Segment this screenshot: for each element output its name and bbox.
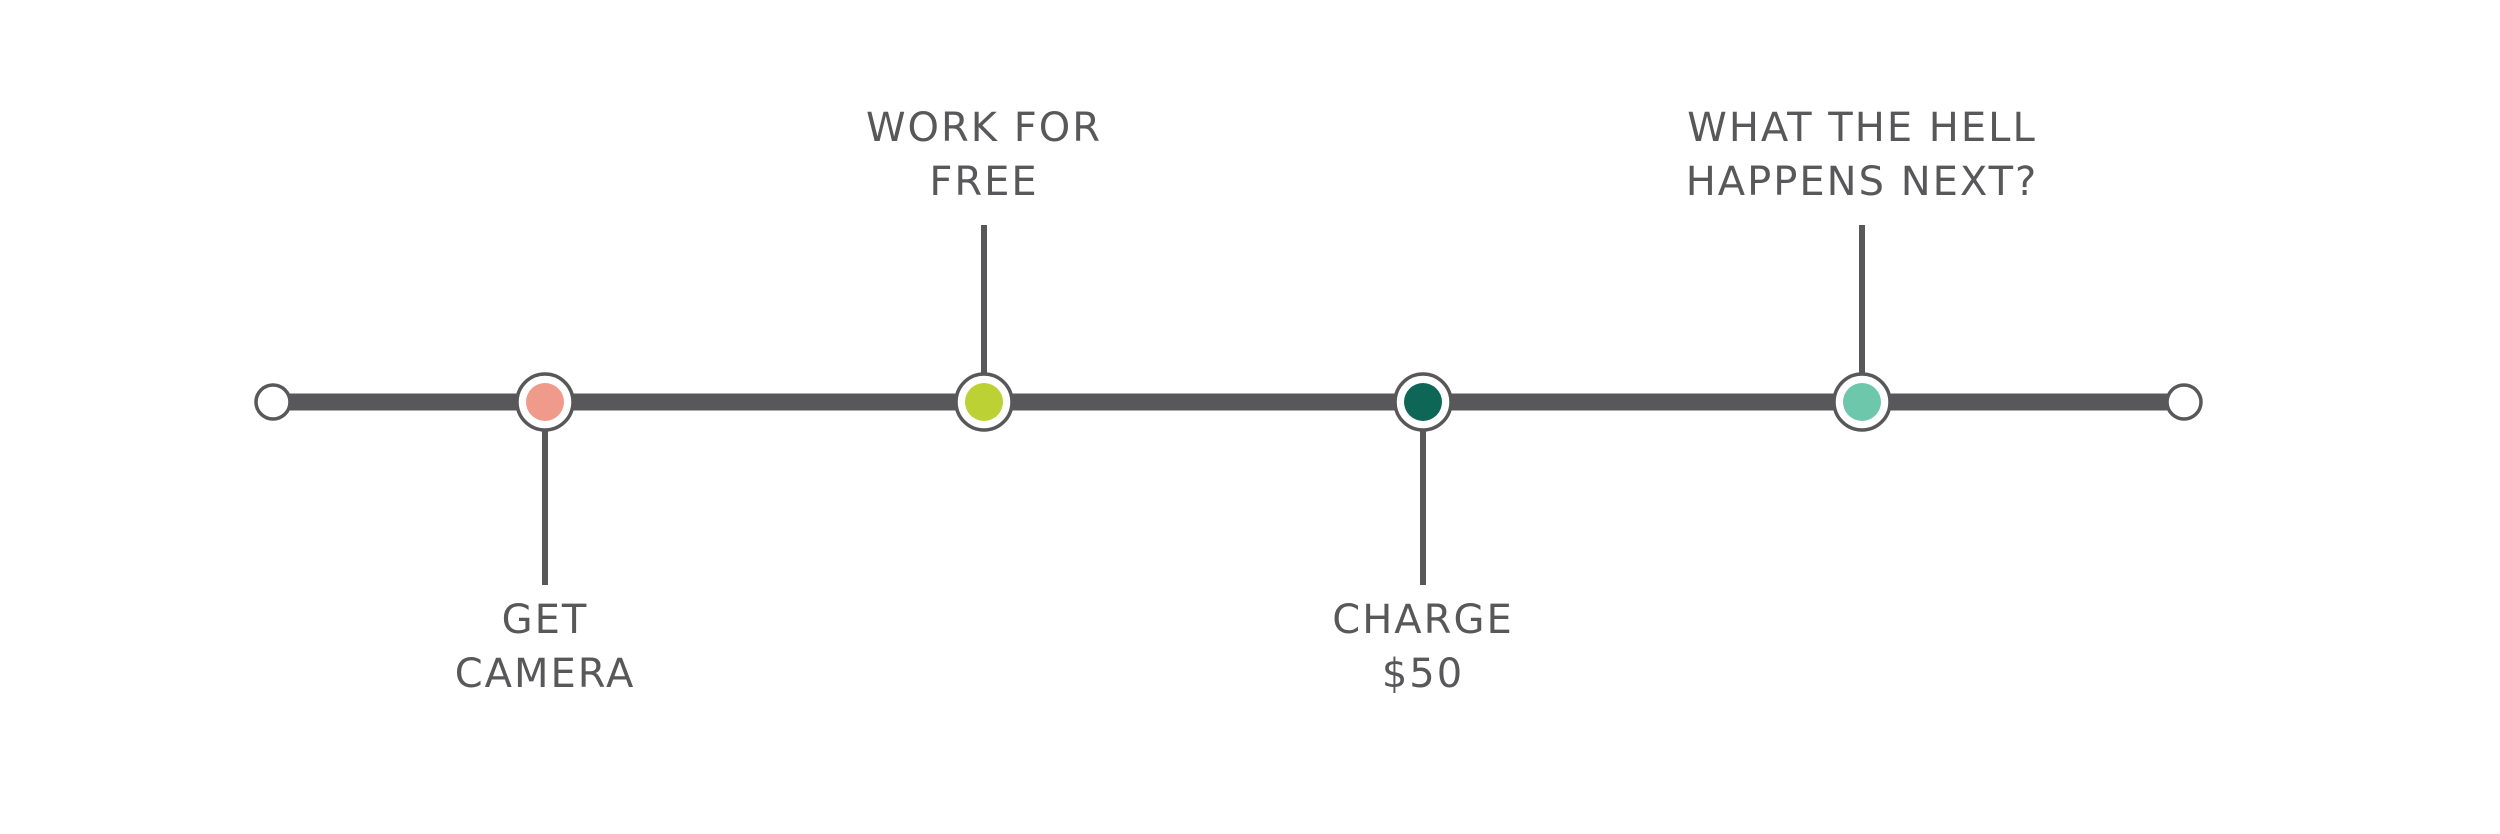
label-work-for-free: WORK FOR FREE (774, 101, 1194, 209)
node-dot-get-camera (526, 383, 564, 421)
milestone-connectors (542, 225, 1865, 585)
label-charge-50: CHARGE $50 (1213, 593, 1633, 701)
node-dot-what-happens-next (1843, 383, 1881, 421)
timeline-start-marker (254, 383, 292, 421)
label-line: CHARGE (1332, 597, 1514, 643)
timeline-end-marker (2165, 383, 2203, 421)
node-dot-work-for-free (965, 383, 1003, 421)
label-line: WORK FOR (865, 105, 1103, 151)
label-line: FREE (929, 159, 1039, 205)
label-line: WHAT THE HELL (1687, 105, 2037, 151)
milestone-nodes (515, 372, 1892, 432)
label-line: GET (501, 597, 589, 643)
label-line: $50 (1381, 651, 1465, 697)
label-get-camera: GET CAMERA (335, 593, 755, 701)
label-line: HAPPENS NEXT? (1685, 159, 2039, 205)
label-line: CAMERA (454, 651, 636, 697)
label-what-happens-next: WHAT THE HELL HAPPENS NEXT? (1652, 101, 2072, 209)
node-dot-charge-50 (1404, 383, 1442, 421)
